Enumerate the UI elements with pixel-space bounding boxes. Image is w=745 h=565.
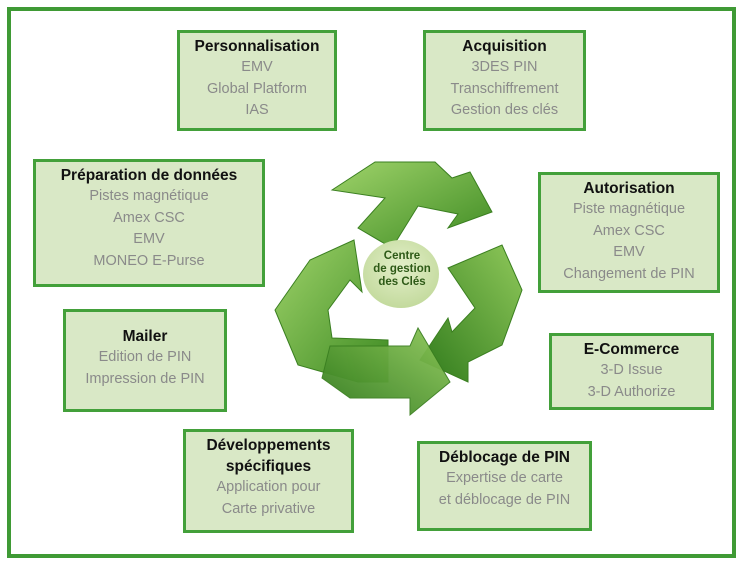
center-label-line: Centre [383, 250, 421, 262]
box-item: 3-D Authorize [587, 383, 676, 400]
box-item: IAS [245, 102, 269, 118]
box-title: spécifiques [225, 458, 312, 475]
box-title: Préparation de données [60, 167, 238, 184]
box-item: Global Platform [207, 80, 307, 97]
box-developpements-specifiques: Développements spécifiques Application p… [183, 429, 354, 533]
box-preparation-donnees: Préparation de données Pistes magnétique… [33, 159, 265, 287]
box-item: Piste magnétique [572, 201, 686, 217]
box-autorisation: Autorisation Piste magnétique Amex CSC E… [538, 172, 720, 293]
box-title: Mailer [122, 328, 168, 345]
box-item: 3-D Issue [600, 362, 663, 378]
box-mailer: Mailer Edition de PIN Impression de PIN [63, 309, 227, 412]
center-label-line: des Clés [378, 276, 426, 288]
box-item: EMV [613, 244, 645, 260]
center-label-line: de gestion [373, 263, 431, 275]
box-ecommerce: E-Commerce 3-D Issue 3-D Authorize [549, 333, 714, 410]
box-item: Amex CSC [113, 209, 185, 226]
box-item: Transchiffrement [450, 80, 559, 97]
box-deblocage-pin: Déblocage de PIN Expertise de carte et d… [417, 441, 592, 531]
box-item: Edition de PIN [98, 349, 192, 365]
box-item: Amex CSC [593, 222, 665, 239]
center-ellipse [363, 240, 439, 308]
box-personnalisation: Personnalisation EMV Global Platform IAS [177, 30, 337, 131]
box-title: Développements [206, 437, 331, 454]
box-item: Pistes magnétique [89, 188, 209, 204]
box-title: Déblocage de PIN [439, 449, 570, 466]
cycle-arrow-top [330, 161, 493, 249]
center-label: Centre de gestion des Clés [362, 250, 442, 289]
box-item: Expertise de carte [446, 470, 563, 486]
box-item: Changement de PIN [563, 265, 695, 282]
box-item: EMV [241, 59, 273, 75]
box-item: 3DES PIN [471, 59, 538, 75]
box-title: E-Commerce [583, 341, 680, 358]
box-acquisition: Acquisition 3DES PIN Transchiffrement Ge… [423, 30, 586, 131]
box-item: Impression de PIN [85, 370, 205, 387]
box-title: Autorisation [583, 180, 675, 197]
box-title: Acquisition [462, 38, 547, 55]
box-item: et déblocage de PIN [438, 491, 571, 508]
box-item: Application pour [216, 479, 321, 495]
recycle-cycle-graphic [274, 161, 523, 417]
box-item: Gestion des clés [450, 102, 559, 118]
box-item: Carte privative [221, 500, 316, 517]
cycle-arrow-bottom [321, 326, 451, 417]
box-item: MONEO E-Purse [93, 252, 205, 269]
box-item: EMV [133, 231, 165, 247]
box-title: Personnalisation [194, 38, 320, 55]
